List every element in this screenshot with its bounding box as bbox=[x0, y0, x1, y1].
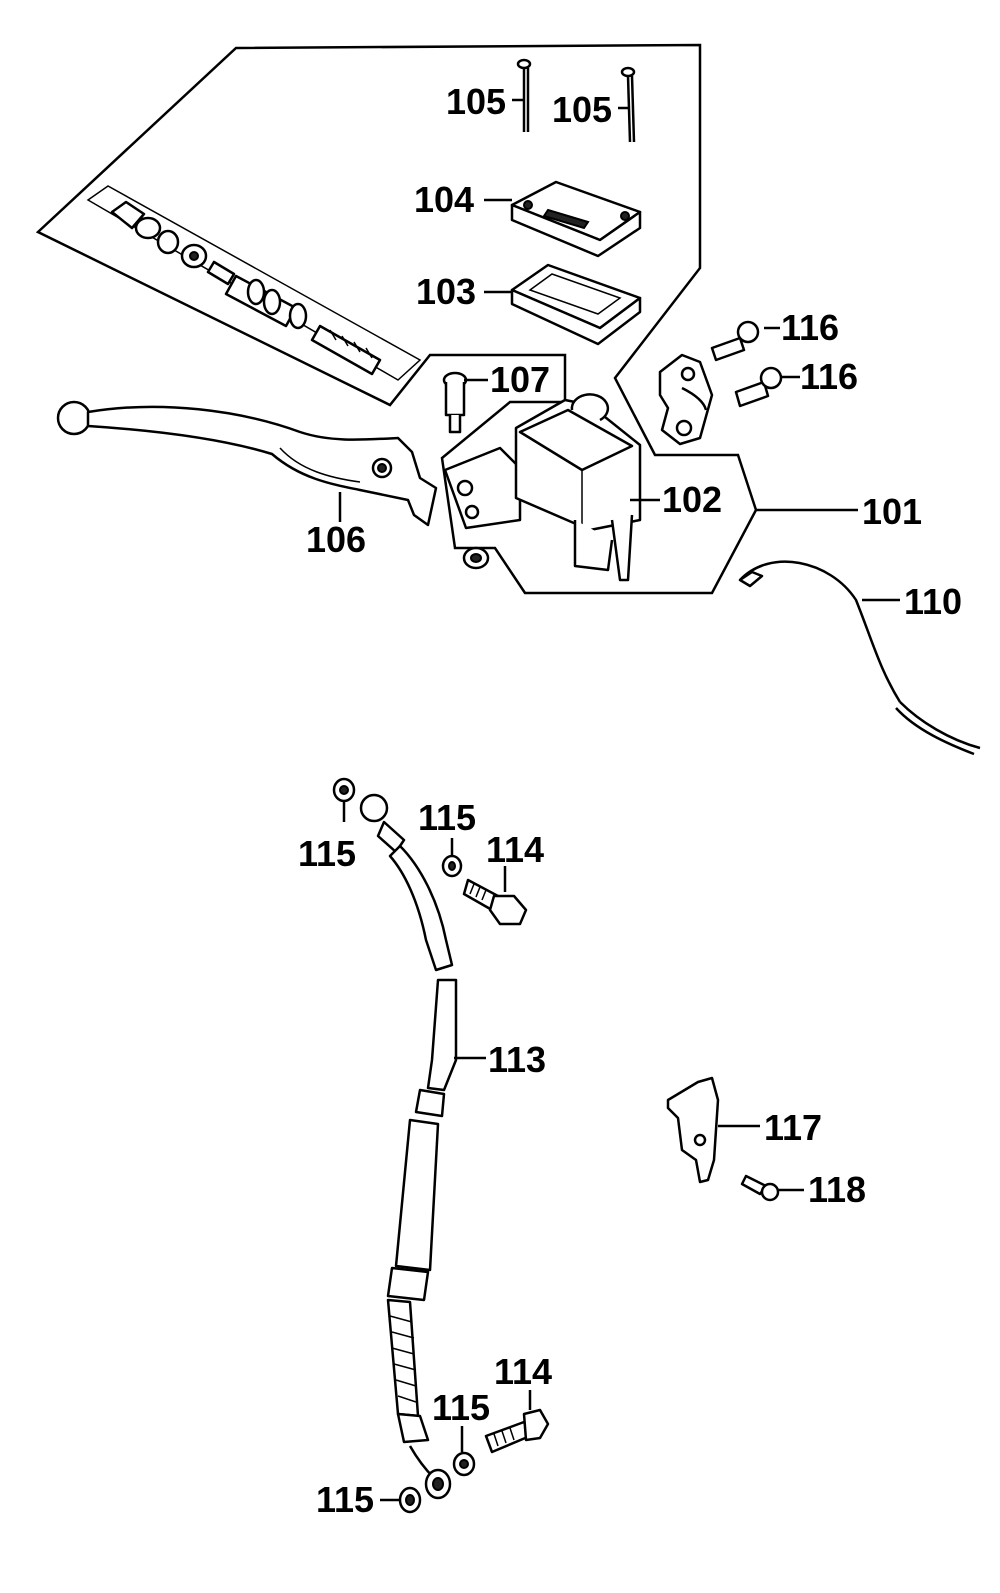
label-104: 104 bbox=[414, 179, 474, 220]
bracket-117 bbox=[666, 1076, 720, 1184]
label-106: 106 bbox=[306, 519, 366, 560]
label-115-bottom-left: 115 bbox=[316, 1479, 374, 1520]
washer-115-top-right bbox=[441, 854, 463, 878]
banjo-bolt-114-top bbox=[462, 878, 528, 926]
label-114-bottom: 114 bbox=[494, 1351, 552, 1392]
banjo-bolt-114-bottom bbox=[484, 1408, 550, 1454]
label-114-top: 114 bbox=[486, 829, 544, 870]
label-117: 117 bbox=[764, 1107, 822, 1148]
master-cylinder-body-102 bbox=[443, 393, 642, 582]
bolt-118 bbox=[740, 1174, 780, 1202]
piston-kit bbox=[86, 185, 422, 381]
label-105-right: 105 bbox=[552, 89, 612, 130]
label-115-top-right: 115 bbox=[418, 797, 476, 838]
clamp-116 bbox=[658, 353, 714, 446]
bolt-116-lower bbox=[734, 366, 783, 408]
diaphragm-103 bbox=[510, 263, 642, 346]
label-107: 107 bbox=[490, 359, 550, 400]
label-116-lower: 116 bbox=[800, 356, 858, 397]
leader-lines bbox=[338, 98, 900, 1502]
label-102: 102 bbox=[662, 479, 722, 520]
brake-lever-106 bbox=[56, 400, 438, 527]
label-110: 110 bbox=[904, 581, 962, 622]
washer-115-bottom-left bbox=[398, 1486, 422, 1514]
pivot-bolt-107 bbox=[442, 371, 468, 434]
label-115-bottom-right: 115 bbox=[432, 1387, 490, 1428]
label-118: 118 bbox=[808, 1169, 866, 1210]
screw-105-right bbox=[620, 66, 636, 143]
label-105-left: 105 bbox=[446, 81, 506, 122]
label-115-top-left: 115 bbox=[298, 833, 356, 874]
label-113: 113 bbox=[488, 1039, 546, 1080]
switch-wire-110 bbox=[738, 560, 981, 756]
washer-115-bottom-right bbox=[452, 1451, 476, 1477]
assembly-outline bbox=[35, 43, 758, 595]
bolt-116-upper bbox=[710, 320, 760, 362]
screw-105-left bbox=[516, 58, 532, 132]
reservoir-cap-104 bbox=[510, 180, 642, 258]
label-103: 103 bbox=[416, 271, 476, 312]
label-101: 101 bbox=[862, 491, 922, 532]
label-116-upper: 116 bbox=[781, 307, 839, 348]
